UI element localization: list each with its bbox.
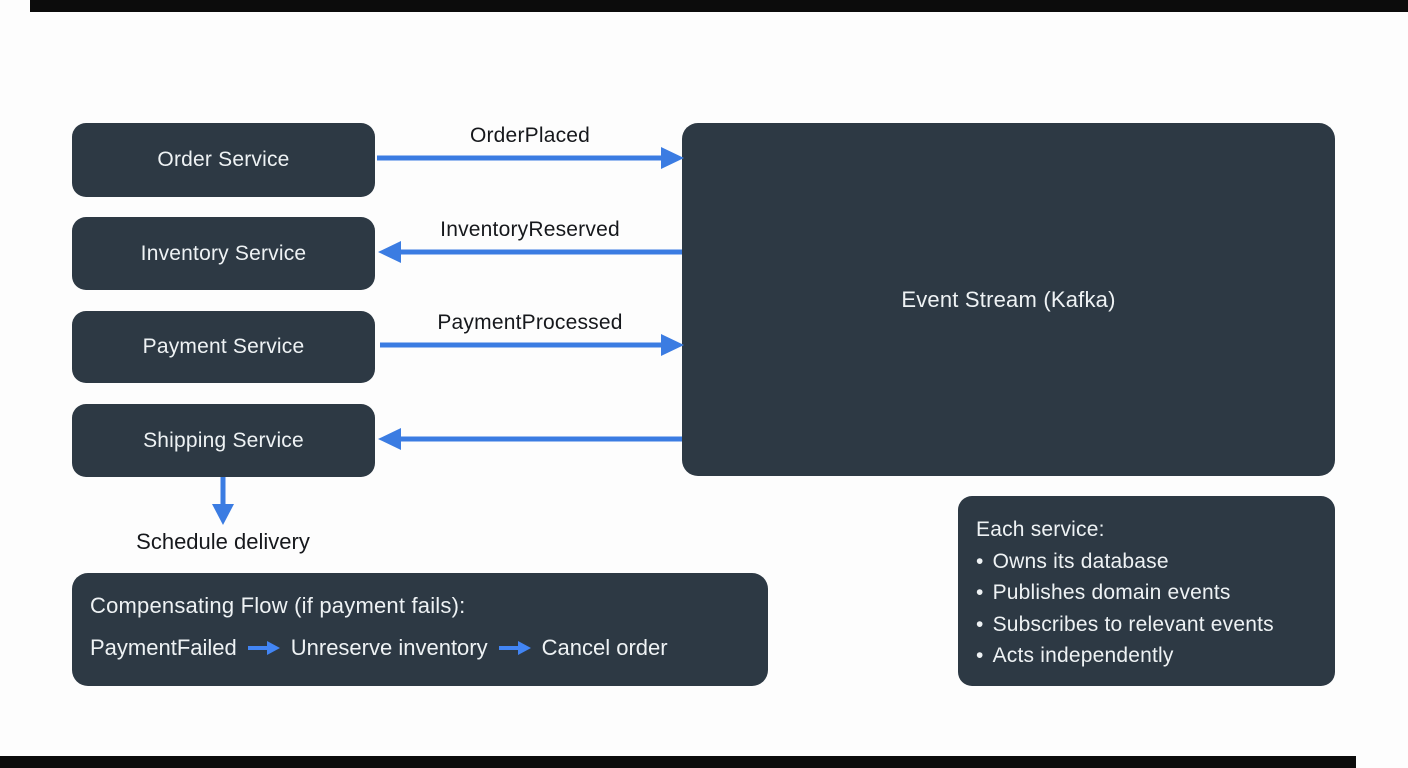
bullet-icon: • bbox=[976, 549, 984, 573]
stream-to-shipping-arrow bbox=[378, 428, 682, 450]
bottom-edge-bar bbox=[0, 756, 1356, 768]
service-box-order: Order Service bbox=[72, 123, 375, 197]
flow-label-inventoryreserved: InventoryReserved bbox=[440, 218, 620, 241]
principle-text: Acts independently bbox=[992, 644, 1174, 667]
top-edge-bar bbox=[30, 0, 1408, 12]
principle-text: Subscribes to relevant events bbox=[992, 612, 1274, 636]
schedule-delivery-label: Schedule delivery bbox=[136, 529, 310, 554]
compensating-flow-box: Compensating Flow (if payment fails): Pa… bbox=[72, 573, 768, 686]
service-principles-title: Each service: bbox=[976, 518, 1105, 541]
service-principles-box: Each service: • Owns its database • Publ… bbox=[958, 496, 1335, 686]
event-stream-box: Event Stream (Kafka) bbox=[682, 123, 1335, 476]
inventoryreserved-arrow bbox=[378, 241, 682, 263]
principle-item-publishes: • Publishes domain events bbox=[976, 577, 1319, 609]
right-arrow-icon bbox=[247, 641, 280, 655]
principle-text: Publishes domain events bbox=[992, 581, 1231, 604]
bullet-icon: • bbox=[976, 612, 984, 636]
service-box-inventory: Inventory Service bbox=[72, 217, 375, 290]
right-arrow-icon bbox=[498, 641, 531, 655]
bullet-icon: • bbox=[976, 644, 984, 667]
schedule-delivery-arrow bbox=[212, 477, 234, 525]
service-label-order: Order Service bbox=[157, 148, 290, 171]
flow-label-paymentprocessed: PaymentProcessed bbox=[437, 311, 623, 334]
paymentprocessed-arrow bbox=[380, 334, 684, 356]
service-label-shipping: Shipping Service bbox=[143, 428, 304, 452]
principle-item-acts: • Acts independently bbox=[976, 640, 1319, 672]
compensating-flow-steps: PaymentFailed Unreserve inventory Cancel… bbox=[90, 635, 750, 661]
event-stream-label: Event Stream (Kafka) bbox=[901, 286, 1116, 312]
compensating-flow-title: Compensating Flow (if payment fails): bbox=[90, 593, 466, 618]
orderplaced-arrow bbox=[377, 147, 684, 169]
bullet-icon: • bbox=[976, 581, 984, 604]
service-label-inventory: Inventory Service bbox=[140, 241, 307, 265]
service-label-payment: Payment Service bbox=[142, 335, 305, 358]
flow-label-orderplaced: OrderPlaced bbox=[469, 124, 591, 147]
service-box-shipping: Shipping Service bbox=[72, 404, 375, 477]
principle-item-database: • Owns its database bbox=[976, 546, 1319, 578]
compensating-step-paymentfailed: PaymentFailed bbox=[90, 635, 237, 660]
principle-text: Owns its database bbox=[992, 549, 1169, 573]
service-box-payment: Payment Service bbox=[72, 311, 375, 383]
principle-item-subscribes: • Subscribes to relevant events bbox=[976, 609, 1319, 641]
compensating-step-unreserve: Unreserve inventory bbox=[290, 635, 488, 660]
compensating-step-cancel: Cancel order bbox=[541, 635, 668, 660]
